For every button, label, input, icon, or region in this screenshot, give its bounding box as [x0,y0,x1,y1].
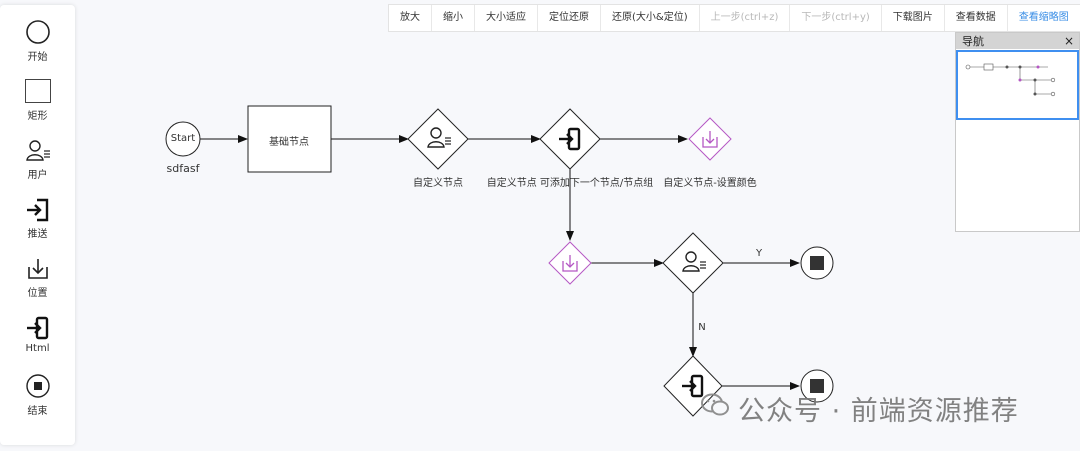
palette-item-label: Html [25,343,50,354]
start-node-label: sdfasf [166,162,200,175]
download-node[interactable] [688,117,732,161]
reset-position-button[interactable]: 定位还原 [538,5,601,31]
palette-item-start[interactable]: 开始 [0,19,75,63]
user-icon [0,137,75,163]
edge-n-label: N [698,322,706,333]
user-node-2[interactable] [662,232,724,294]
download-icon [702,131,718,148]
palette-item-label: 推送 [27,229,48,240]
minimap-header: 导航 × [956,33,1079,49]
palette-item-end[interactable]: 结束 [0,373,75,417]
palette-item-push[interactable]: 推送 [0,196,75,240]
mobile-push-icon [0,314,75,340]
mobile-push-icon [682,374,704,398]
graph-toolbar: 放大 缩小 大小适应 定位还原 还原(大小&定位) 上一步(ctrl+z) 下一… [388,4,1080,32]
palette-item-user[interactable]: 用户 [0,137,75,181]
wechat-icon [700,392,730,425]
minimap-panel[interactable]: 导航 × [955,32,1080,232]
download-image-button[interactable]: 下载图片 [882,5,945,31]
stop-icon [810,256,824,270]
user-icon [682,251,706,272]
minimap-preview [965,63,1056,97]
palette-item-label: 矩形 [27,111,48,122]
wechat-watermark: 公众号 · 前端资源推荐 [700,388,1019,428]
push-node[interactable] [539,108,601,170]
user-node-1[interactable] [407,108,469,170]
node-palette: 开始 矩形 用户 推送 [0,5,75,445]
rect-node-text: 基础节点 [269,137,309,148]
download-icon [562,255,578,272]
palette-item-label: 用户 [27,170,48,181]
palette-item-label: 开始 [27,52,48,63]
fit-size-button[interactable]: 大小适应 [475,5,538,31]
user-node-1-label: 自定义节点 [413,178,463,189]
minimap-title: 导航 [962,35,984,48]
view-minimap-button[interactable]: 查看缩略图 [1018,12,1069,23]
redo-button[interactable]: 下一步(ctrl+y) [790,5,882,31]
start-node-text: Start [170,133,196,144]
push-icon [0,196,75,222]
download-node-label: 自定义节点-设置颜色 [663,178,757,189]
reset-all-button[interactable]: 还原(大小&定位) [601,5,700,31]
view-data-button[interactable]: 查看数据 [945,5,1008,31]
zoom-in-button[interactable]: 放大 [389,5,432,31]
zoom-out-button[interactable]: 缩小 [432,5,475,31]
end-node-1[interactable] [800,246,834,280]
minimap-viewport[interactable] [956,50,1079,120]
palette-item-location[interactable]: 位置 [0,255,75,299]
palette-item-label: 结束 [27,406,48,417]
palette-item-html[interactable]: Html [0,314,75,354]
user-icon [427,127,451,148]
undo-button[interactable]: 上一步(ctrl+z) [700,5,791,31]
circle-icon [0,19,75,45]
download-node-2[interactable] [548,241,592,285]
edge-y-label: Y [755,248,763,259]
palette-item-label: 位置 [27,288,48,299]
close-icon[interactable]: × [1063,34,1074,48]
mobile-push-icon [559,127,581,151]
watermark-text: 公众号 · 前端资源推荐 [738,395,1019,427]
stop-icon [0,373,75,399]
push-node-label: 自定义节点 可添加下一个节点/节点组 [486,178,654,189]
palette-item-rect[interactable]: 矩形 [0,78,75,122]
download-icon [0,255,75,281]
rectangle-icon [0,78,75,104]
